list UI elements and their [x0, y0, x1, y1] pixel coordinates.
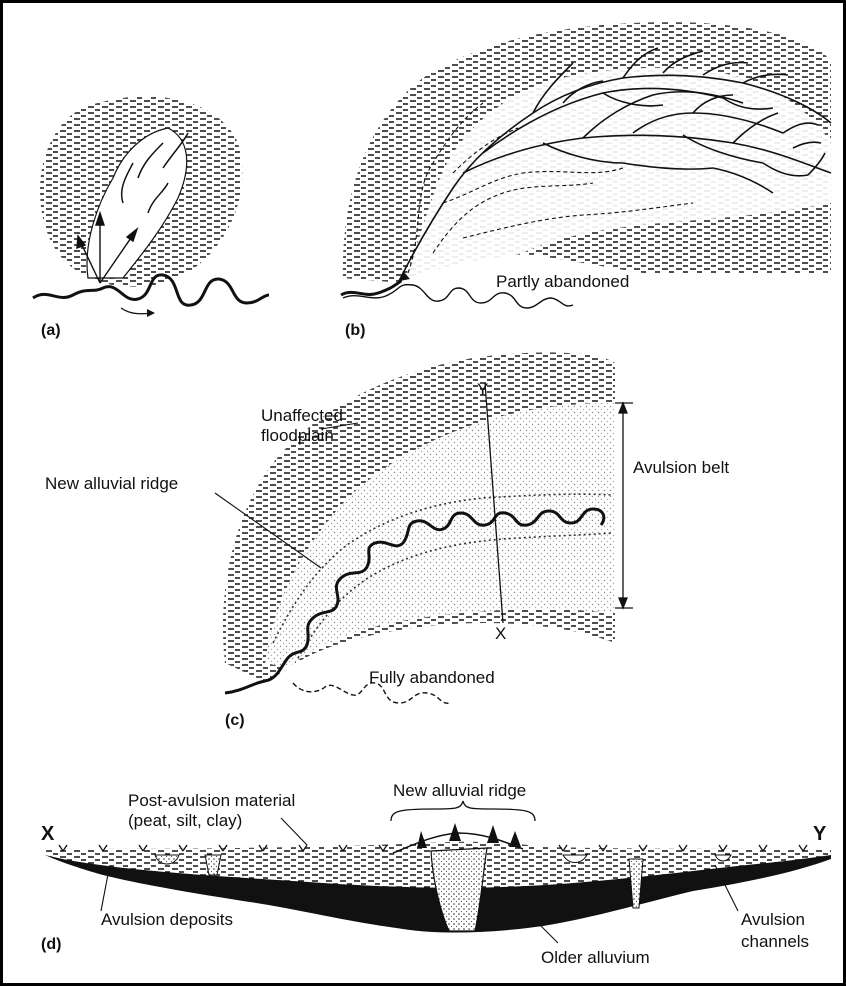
abandoned-network-b [403, 67, 831, 283]
panel-b-label: (b) [345, 322, 365, 339]
avulsion-diagram: (a) [32, 22, 832, 967]
flow-arrows-a [76, 210, 139, 284]
panel-a: (a) [32, 96, 270, 339]
avulsion-channel-fill-1 [628, 858, 644, 909]
avulsion-belt-label: Avulsion belt [633, 458, 729, 477]
ridge-brace-d [390, 800, 536, 822]
post-avulsion-label-line2: (peat, silt, clay) [128, 811, 242, 830]
unaffected-label-line1: Unaffected [261, 406, 343, 425]
new-channel-c [224, 507, 606, 695]
avulsion-channel-fill-2 [204, 854, 222, 876]
ridge-boundary-c [272, 493, 614, 644]
unaffected-leader-c [320, 422, 359, 430]
post-avulsion-label-line1: Post-avulsion material [128, 791, 295, 810]
avulsion-deposits-leader-d [100, 868, 110, 912]
new-ridge-body-d [430, 847, 488, 932]
ridge-trees-d [417, 823, 521, 848]
panel-c: Unaffected floodplain New alluvial ridge… [45, 352, 729, 729]
distributary-network-b [397, 47, 832, 284]
belt-dimension-arrow-c [615, 401, 633, 610]
partly-abandoned-label: Partly abandoned [496, 272, 629, 291]
avulsion-channels-leader-d [714, 864, 739, 912]
avulsion-deposits-label: Avulsion deposits [101, 910, 233, 929]
unaffected-label-line2: floodplain [261, 426, 334, 445]
panel-d: Post-avulsion material (peat, silt, clay… [41, 781, 831, 967]
avulsion-channel-fill-3 [154, 854, 180, 865]
section-point-y-c: Y [477, 380, 488, 399]
panel-b: Partly abandoned (b) [340, 22, 832, 339]
older-alluvium-leader-d [537, 922, 559, 944]
new-alluvial-ridge-label-c: New alluvial ridge [45, 474, 178, 493]
avulsion-channel-fill-4 [562, 854, 588, 863]
panel-d-label: (d) [41, 936, 61, 953]
section-end-y-d: Y [813, 823, 827, 845]
avulsion-belt-c [265, 403, 615, 668]
older-alluvium-label: Older alluvium [541, 948, 650, 967]
avulsion-channel-fill-5 [714, 854, 732, 862]
dashed-old-channels-b [407, 102, 694, 274]
fully-abandoned-label: Fully abandoned [369, 668, 495, 687]
section-line-c [484, 382, 504, 624]
old-channel-c [292, 682, 452, 704]
panel-c-label: (c) [225, 712, 245, 729]
abandoned-channel-b [342, 283, 574, 309]
avulsion-channels-label-line2: channels [741, 932, 809, 951]
ridge-leader-c [214, 492, 322, 569]
section-point-x-c: X [495, 624, 506, 643]
surface-vegetation-d [58, 844, 808, 852]
avulsion-channels-label-line1: Avulsion [741, 910, 805, 929]
flow-direction-arrow-a [120, 307, 152, 315]
inner-floodplain-b [523, 202, 831, 273]
section-end-x-d: X [41, 823, 55, 845]
panel-a-label: (a) [41, 322, 61, 339]
new-alluvial-ridge-label-d: New alluvial ridge [393, 781, 526, 800]
river-channel-a [32, 273, 270, 307]
river-channel-b [340, 279, 402, 297]
post-avulsion-leader-d [280, 817, 308, 846]
crevasse-splay-a [86, 127, 188, 279]
splay-channels-a [121, 132, 189, 214]
